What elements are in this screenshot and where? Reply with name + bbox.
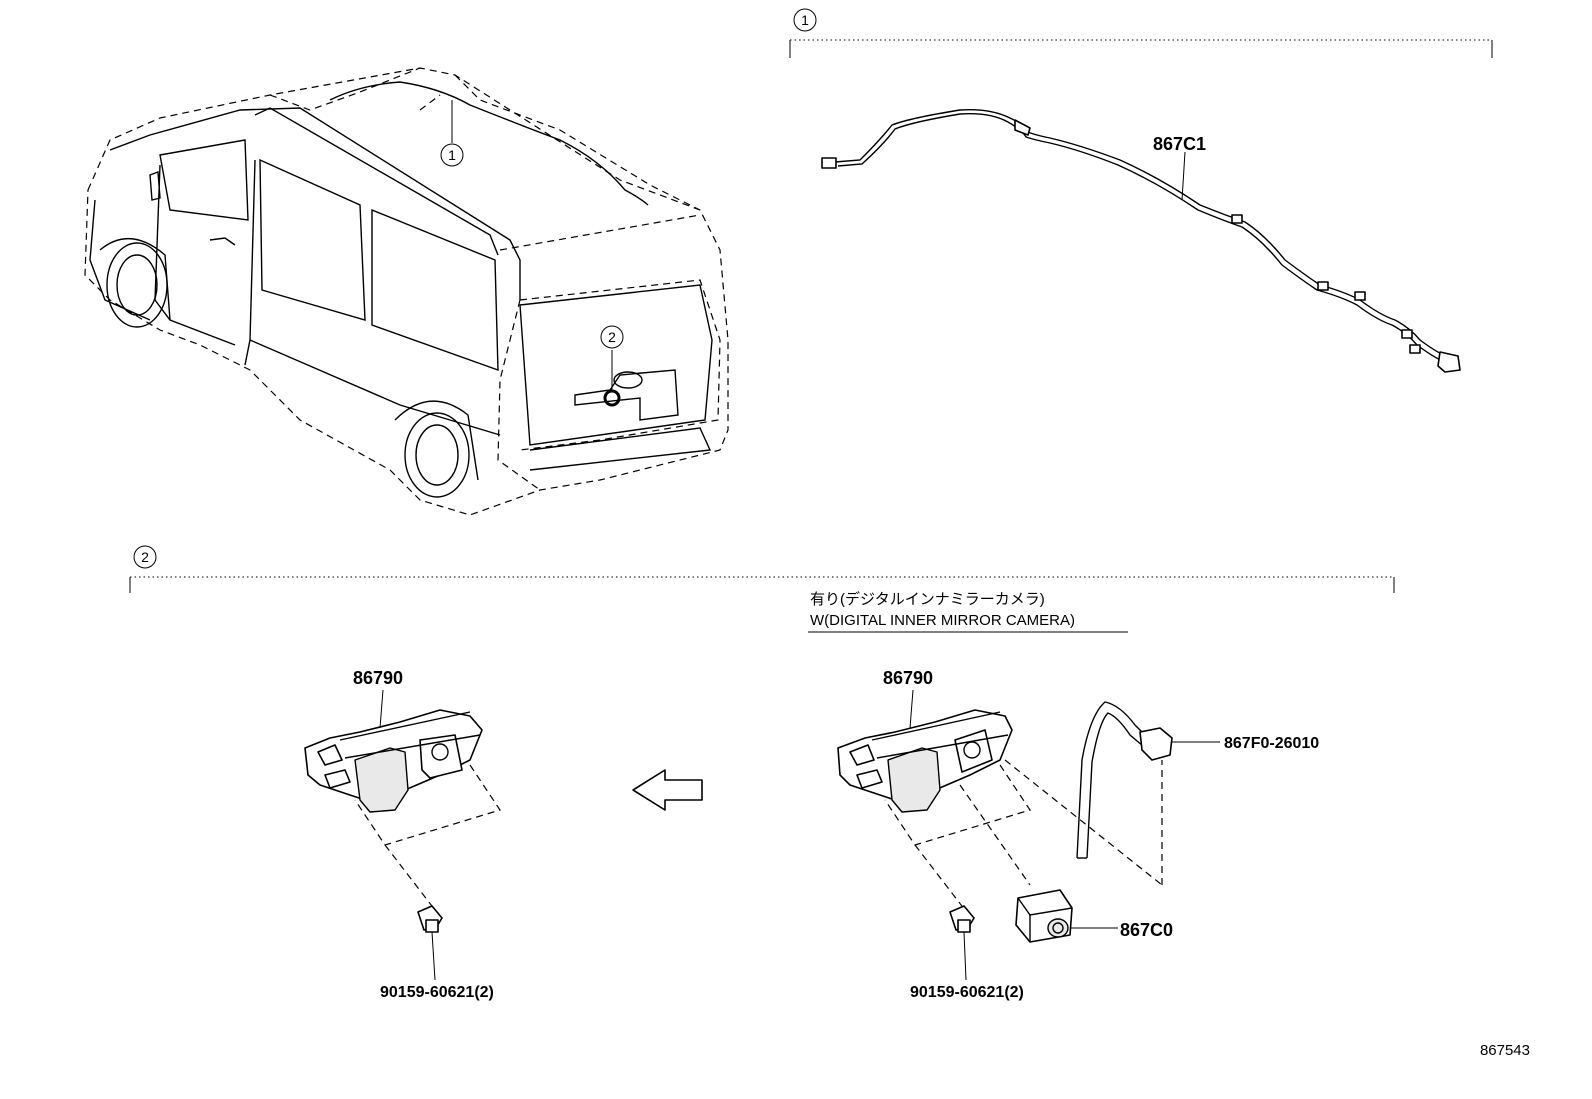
label-left-screw: 90159-60621(2) [380,984,494,1001]
left-camera-bracket-86790 [304,709,483,813]
diagram-id: 867543 [1480,1042,1530,1059]
svg-text:2: 2 [141,549,149,565]
label-cable: 867F0-26010 [1224,735,1319,752]
label-left-86790: 86790 [353,668,403,688]
note-en: W(DIGITAL INNER MIRROR CAMERA) [810,612,1075,629]
left-bracket-leader [379,689,384,729]
direction-arrow [632,769,703,811]
group-2-header: 2 [129,545,1395,593]
label-right-screw: 90159-60621(2) [910,984,1024,1001]
roof-harness-867C1 [821,108,1461,373]
left-projection [354,764,501,846]
cable-867F0-26010 [1076,701,1220,859]
label-867C1: 867C1 [1153,134,1206,154]
label-right-86790: 86790 [883,668,933,688]
svg-text:2: 2 [608,329,616,345]
van-callout-1: 1 [440,143,464,167]
note-jp: 有り(デジタルインナミラーカメラ) [810,590,1045,608]
right-screw-90159 [949,905,975,981]
camera-867C0 [1015,889,1118,943]
van-illustration [84,67,729,516]
svg-text:1: 1 [801,12,809,28]
van-callout-2: 2 [600,325,624,349]
left-screw-90159 [417,905,443,981]
right-camera-bracket-86790 [837,709,1013,813]
label-camera: 867C0 [1120,920,1173,940]
group-1-header: 1 [789,8,1493,58]
svg-text:1: 1 [448,147,456,163]
